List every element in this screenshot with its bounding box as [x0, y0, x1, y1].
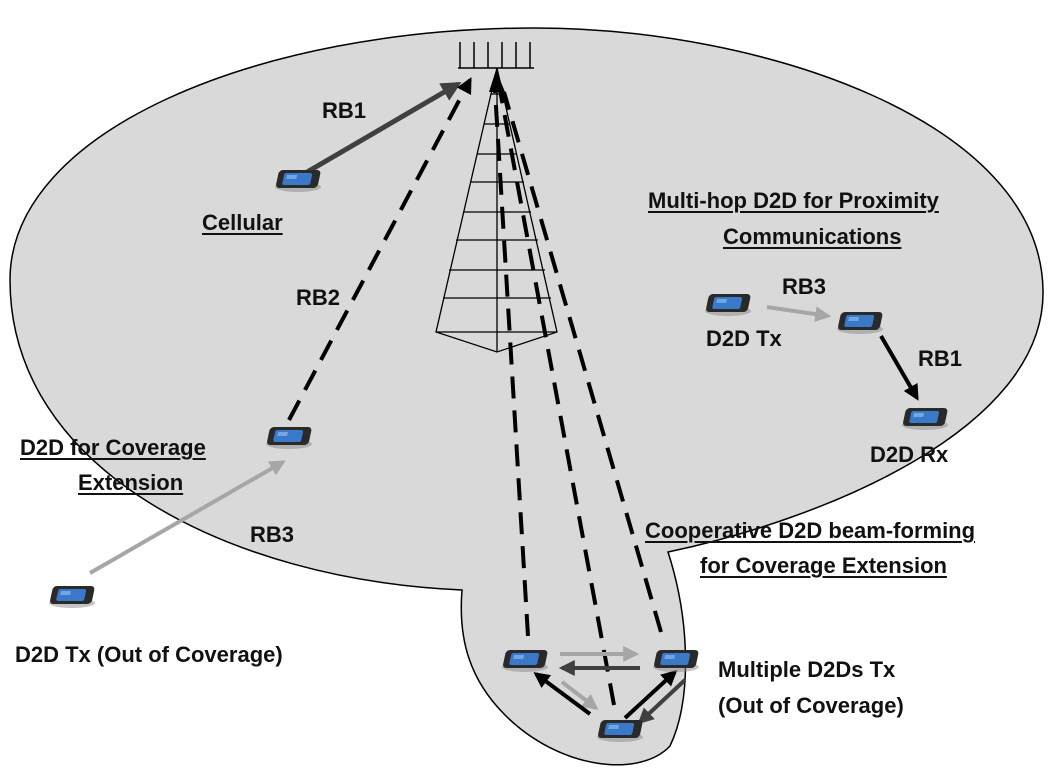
coop-arrow-6 [637, 678, 687, 725]
relay-link-rb2 [287, 77, 472, 421]
label-beamforming-title-2: for Coverage Extension [700, 553, 947, 578]
cellular-phone-icon [275, 170, 322, 192]
coverage-extension-link-rb3 [89, 460, 286, 575]
label-multihop-title-2: Communications [723, 224, 902, 249]
coop-arrow-5 [623, 669, 678, 720]
coop-arrow-3 [560, 680, 599, 710]
label-multihop-rb1: RB1 [918, 346, 963, 371]
relay-phone-icon [266, 427, 313, 449]
label-multihop-tx: D2D Tx [706, 326, 782, 351]
label-beamforming-title-1: Cooperative D2D beam-forming [645, 518, 976, 543]
coop-phone-left-icon [502, 650, 549, 672]
label-multihop-rb3: RB3 [782, 274, 827, 299]
label-multihop-title-1: Multi-hop D2D for Proximity [648, 188, 939, 213]
label-multihop-rx: D2D Rx [870, 442, 949, 467]
label-cellular: Cellular [202, 210, 283, 235]
coop-phone-bottom-icon [597, 720, 644, 742]
label-rb1-cellular: RB1 [322, 98, 367, 123]
label-coverage-title-2: Extension [78, 470, 184, 495]
cellular-link-rb1 [300, 81, 462, 178]
coverage-area [9, 27, 1044, 766]
label-coverage-title-1: D2D for Coverage [20, 435, 206, 460]
multihop-rx-phone-icon [902, 408, 949, 430]
antenna-array-icon [458, 42, 534, 69]
multihop-link-rb3 [766, 305, 832, 323]
multihop-tx-phone-icon [705, 294, 752, 316]
coop-phone-right-icon [653, 650, 700, 672]
label-multiple-tx-1: Multiple D2Ds Tx [718, 657, 896, 682]
out-of-coverage-phone-icon [49, 586, 96, 608]
coop-arrow-4 [533, 672, 592, 716]
beamforming-arrowhead [489, 70, 505, 92]
label-multiple-tx-2: (Out of Coverage) [718, 693, 904, 718]
label-out-of-coverage-tx: D2D Tx (Out of Coverage) [15, 642, 283, 667]
label-rb2: RB2 [296, 285, 341, 310]
multihop-relay-phone-icon [837, 312, 884, 334]
label-rb3-coverage: RB3 [250, 522, 295, 547]
beamforming-links [493, 89, 663, 706]
multihop-link-rb1 [879, 334, 919, 401]
